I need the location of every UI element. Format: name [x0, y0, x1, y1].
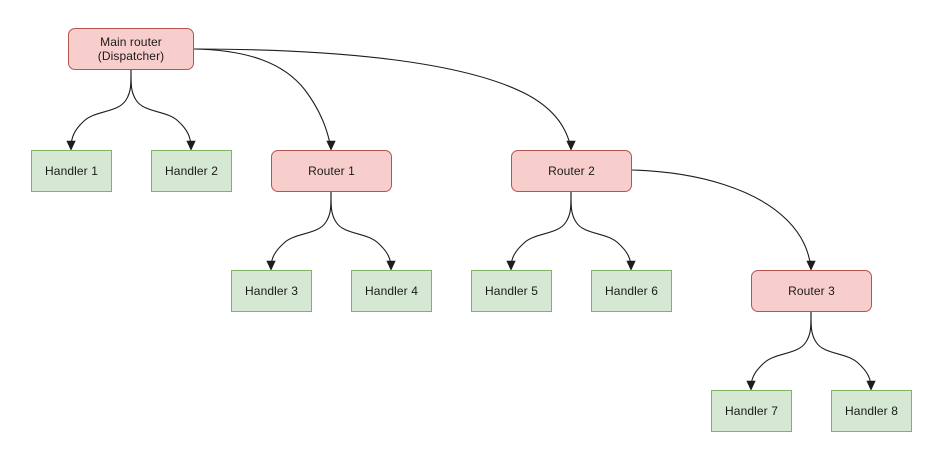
node-handler-3[interactable]: Handler 3 [231, 270, 312, 312]
node-handler-1[interactable]: Handler 1 [31, 150, 112, 192]
edge-router-2-handler-5-arrowhead [506, 260, 516, 271]
edge-router-3-handler-7 [750, 311, 812, 389]
node-handler-5[interactable]: Handler 5 [471, 270, 552, 312]
node-router-3[interactable]: Router 3 [751, 270, 872, 312]
node-handler-6[interactable]: Handler 6 [591, 270, 672, 312]
edge-router-1-handler-3 [270, 191, 332, 269]
edge-main-router-2 [193, 48, 572, 149]
edge-router-3-handler-8 [810, 311, 872, 389]
edge-router-1-handler-3-arrowhead [266, 260, 276, 271]
edge-main-router-1 [193, 48, 332, 149]
edge-main-router-2-arrowhead [566, 140, 576, 151]
node-handler-8[interactable]: Handler 8 [831, 390, 912, 432]
edge-router-2-handler-5 [510, 191, 572, 269]
node-handler-4[interactable]: Handler 4 [351, 270, 432, 312]
node-router-1[interactable]: Router 1 [271, 150, 392, 192]
edge-router-1-handler-4-arrowhead [386, 260, 396, 271]
edge-main-handler-2-arrowhead [186, 140, 196, 151]
edge-main-router-1-arrowhead [326, 140, 336, 151]
edge-router-2-handler-6-arrowhead [626, 260, 636, 271]
edge-router-2-handler-6 [570, 191, 632, 269]
edge-router-2-router-3-arrowhead [806, 260, 816, 271]
edge-router-2-router-3 [631, 169, 812, 269]
node-handler-2[interactable]: Handler 2 [151, 150, 232, 192]
node-main-router[interactable]: Main router (Dispatcher) [68, 28, 194, 70]
node-router-2[interactable]: Router 2 [511, 150, 632, 192]
edge-router-3-handler-8-arrowhead [866, 380, 876, 391]
edge-router-3-handler-7-arrowhead [746, 380, 756, 391]
edge-main-handler-2 [130, 69, 192, 149]
node-handler-7[interactable]: Handler 7 [711, 390, 792, 432]
edge-main-handler-1 [70, 69, 132, 149]
edge-router-1-handler-4 [330, 191, 392, 269]
edge-main-handler-1-arrowhead [66, 140, 76, 151]
